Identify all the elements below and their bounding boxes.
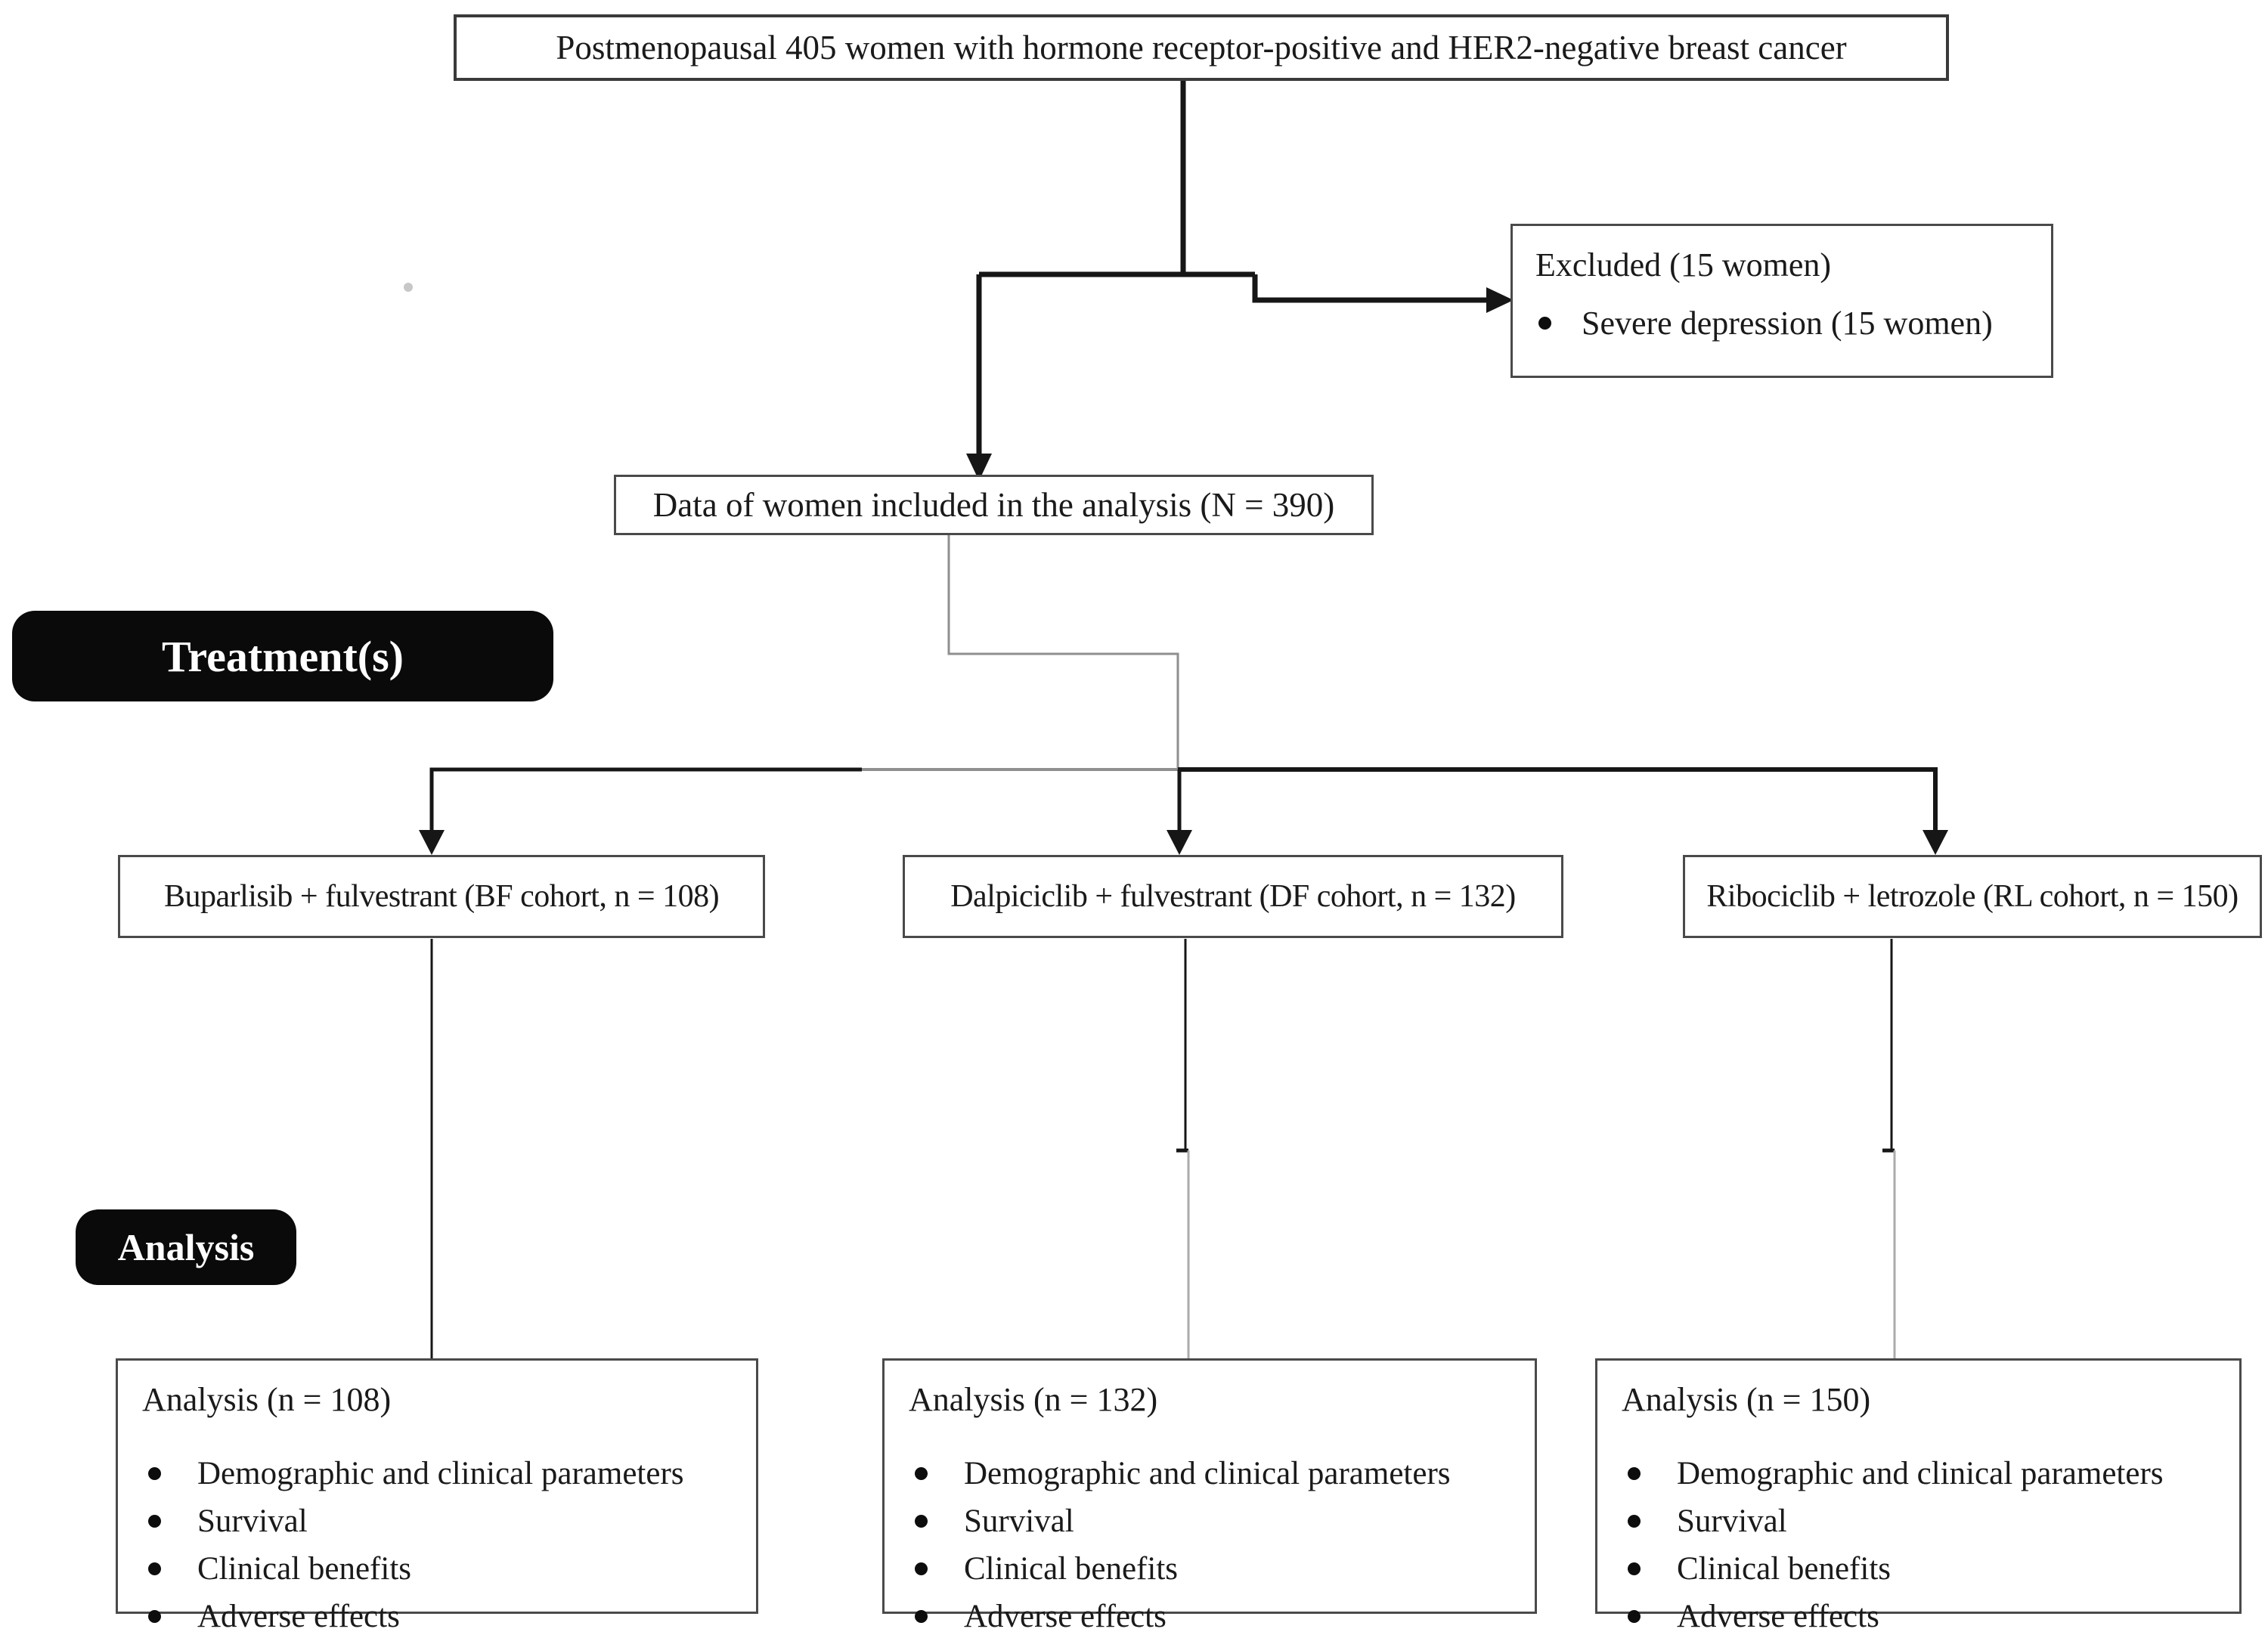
arrowhead-down-icon: [419, 830, 445, 855]
connector-excluded: [1252, 274, 1486, 303]
analysis-box-rl-title: Analysis (n = 150): [1622, 1381, 1871, 1418]
bullet-icon: [1628, 1515, 1641, 1528]
included-box-label: Data of women included in the analysis (…: [652, 486, 1335, 524]
cohort-box-rl-label: Ribociclib + letrozole (RL cohort, n = 1…: [1706, 879, 2239, 914]
list-item: Adverse effects: [1628, 1598, 2217, 1635]
list-item-label: Clinical benefits: [197, 1551, 412, 1587]
analysis-box-df: Analysis (n = 132) Demographic and clini…: [882, 1358, 1537, 1634]
enrollment-box: Postmenopausal 405 women with hormone re…: [454, 14, 1949, 81]
analysis-stage-label: Analysis: [76, 1209, 296, 1285]
bullet-icon: [1538, 317, 1551, 330]
treatment-stage-label: Treatment(s): [12, 611, 553, 701]
connector-included-to-branch: [947, 535, 1179, 770]
list-item-label: Adverse effects: [964, 1599, 1167, 1634]
list-item: Clinical benefits: [915, 1550, 1512, 1587]
analysis-stage-label-text: Analysis: [117, 1226, 255, 1268]
list-item: Severe depression (15 women): [1538, 304, 2033, 342]
enrollment-box-label: Postmenopausal 405 women with hormone re…: [556, 29, 1847, 67]
bullet-icon: [915, 1610, 928, 1623]
cohort-box-df-label: Dalpiciclib + fulvestrant (DF cohort, n …: [950, 879, 1516, 914]
branch-line-left: [429, 767, 862, 830]
excluded-box-title: Excluded (15 women): [1535, 246, 1831, 283]
bullet-icon: [915, 1515, 928, 1528]
list-item-label: Demographic and clinical parameters: [1677, 1456, 2164, 1491]
analysis-box-df-title: Analysis (n = 132): [909, 1381, 1158, 1418]
analysis-box-bf-title: Analysis (n = 108): [142, 1381, 392, 1418]
list-item: Demographic and clinical parameters: [148, 1455, 733, 1492]
excluded-box: Excluded (15 women) Severe depression (1…: [1510, 224, 2053, 378]
list-item-label: Survival: [1677, 1503, 1787, 1539]
list-item: Adverse effects: [148, 1598, 733, 1635]
stray-dot: [404, 283, 413, 292]
bullet-icon: [148, 1610, 161, 1623]
list-item-label: Survival: [197, 1503, 308, 1539]
bullet-icon: [148, 1515, 161, 1528]
cohort-box-bf: Buparlisib + fulvestrant (BF cohort, n =…: [118, 855, 765, 938]
list-item-label: Clinical benefits: [964, 1551, 1179, 1587]
included-box: Data of women included in the analysis (…: [614, 475, 1374, 535]
bullet-icon: [1628, 1610, 1641, 1623]
analysis-box-rl: Analysis (n = 150) Demographic and clini…: [1595, 1358, 2242, 1634]
list-item: Demographic and clinical parameters: [915, 1455, 1512, 1492]
list-item-label: Survival: [964, 1503, 1074, 1539]
bullet-icon: [1628, 1467, 1641, 1480]
cohort-box-bf-label: Buparlisib + fulvestrant (BF cohort, n =…: [163, 879, 720, 914]
list-item: Clinical benefits: [148, 1550, 733, 1587]
list-item: Demographic and clinical parameters: [1628, 1455, 2217, 1492]
arrowhead-down-icon: [1923, 830, 1948, 855]
bullet-icon: [915, 1467, 928, 1480]
list-item: Survival: [148, 1503, 733, 1540]
list-item-label: Demographic and clinical parameters: [197, 1456, 684, 1491]
treatment-stage-label-text: Treatment(s): [162, 631, 404, 681]
list-item-label: Demographic and clinical parameters: [964, 1456, 1451, 1491]
bullet-icon: [915, 1562, 928, 1575]
analysis-box-bf: Analysis (n = 108) Demographic and clini…: [116, 1358, 758, 1634]
list-item-label: Severe depression (15 women): [1582, 305, 1993, 342]
bullet-icon: [1628, 1562, 1641, 1575]
cohort-box-df: Dalpiciclib + fulvestrant (DF cohort, n …: [903, 855, 1563, 938]
list-item: Survival: [915, 1503, 1512, 1540]
cohort-box-rl: Ribociclib + letrozole (RL cohort, n = 1…: [1683, 855, 2262, 938]
list-item: Adverse effects: [915, 1598, 1512, 1635]
list-item: Clinical benefits: [1628, 1550, 2217, 1587]
bullet-icon: [148, 1467, 161, 1480]
arrowhead-right-icon: [1486, 287, 1514, 313]
list-item-label: Adverse effects: [1677, 1599, 1879, 1634]
arrowhead-down-icon: [966, 454, 992, 481]
list-item-label: Clinical benefits: [1677, 1551, 1892, 1587]
list-item: Survival: [1628, 1503, 2217, 1540]
bullet-icon: [148, 1562, 161, 1575]
arrowhead-down-icon: [1167, 830, 1192, 855]
list-item-label: Adverse effects: [197, 1599, 400, 1634]
branch-line-right: [1178, 767, 1938, 830]
